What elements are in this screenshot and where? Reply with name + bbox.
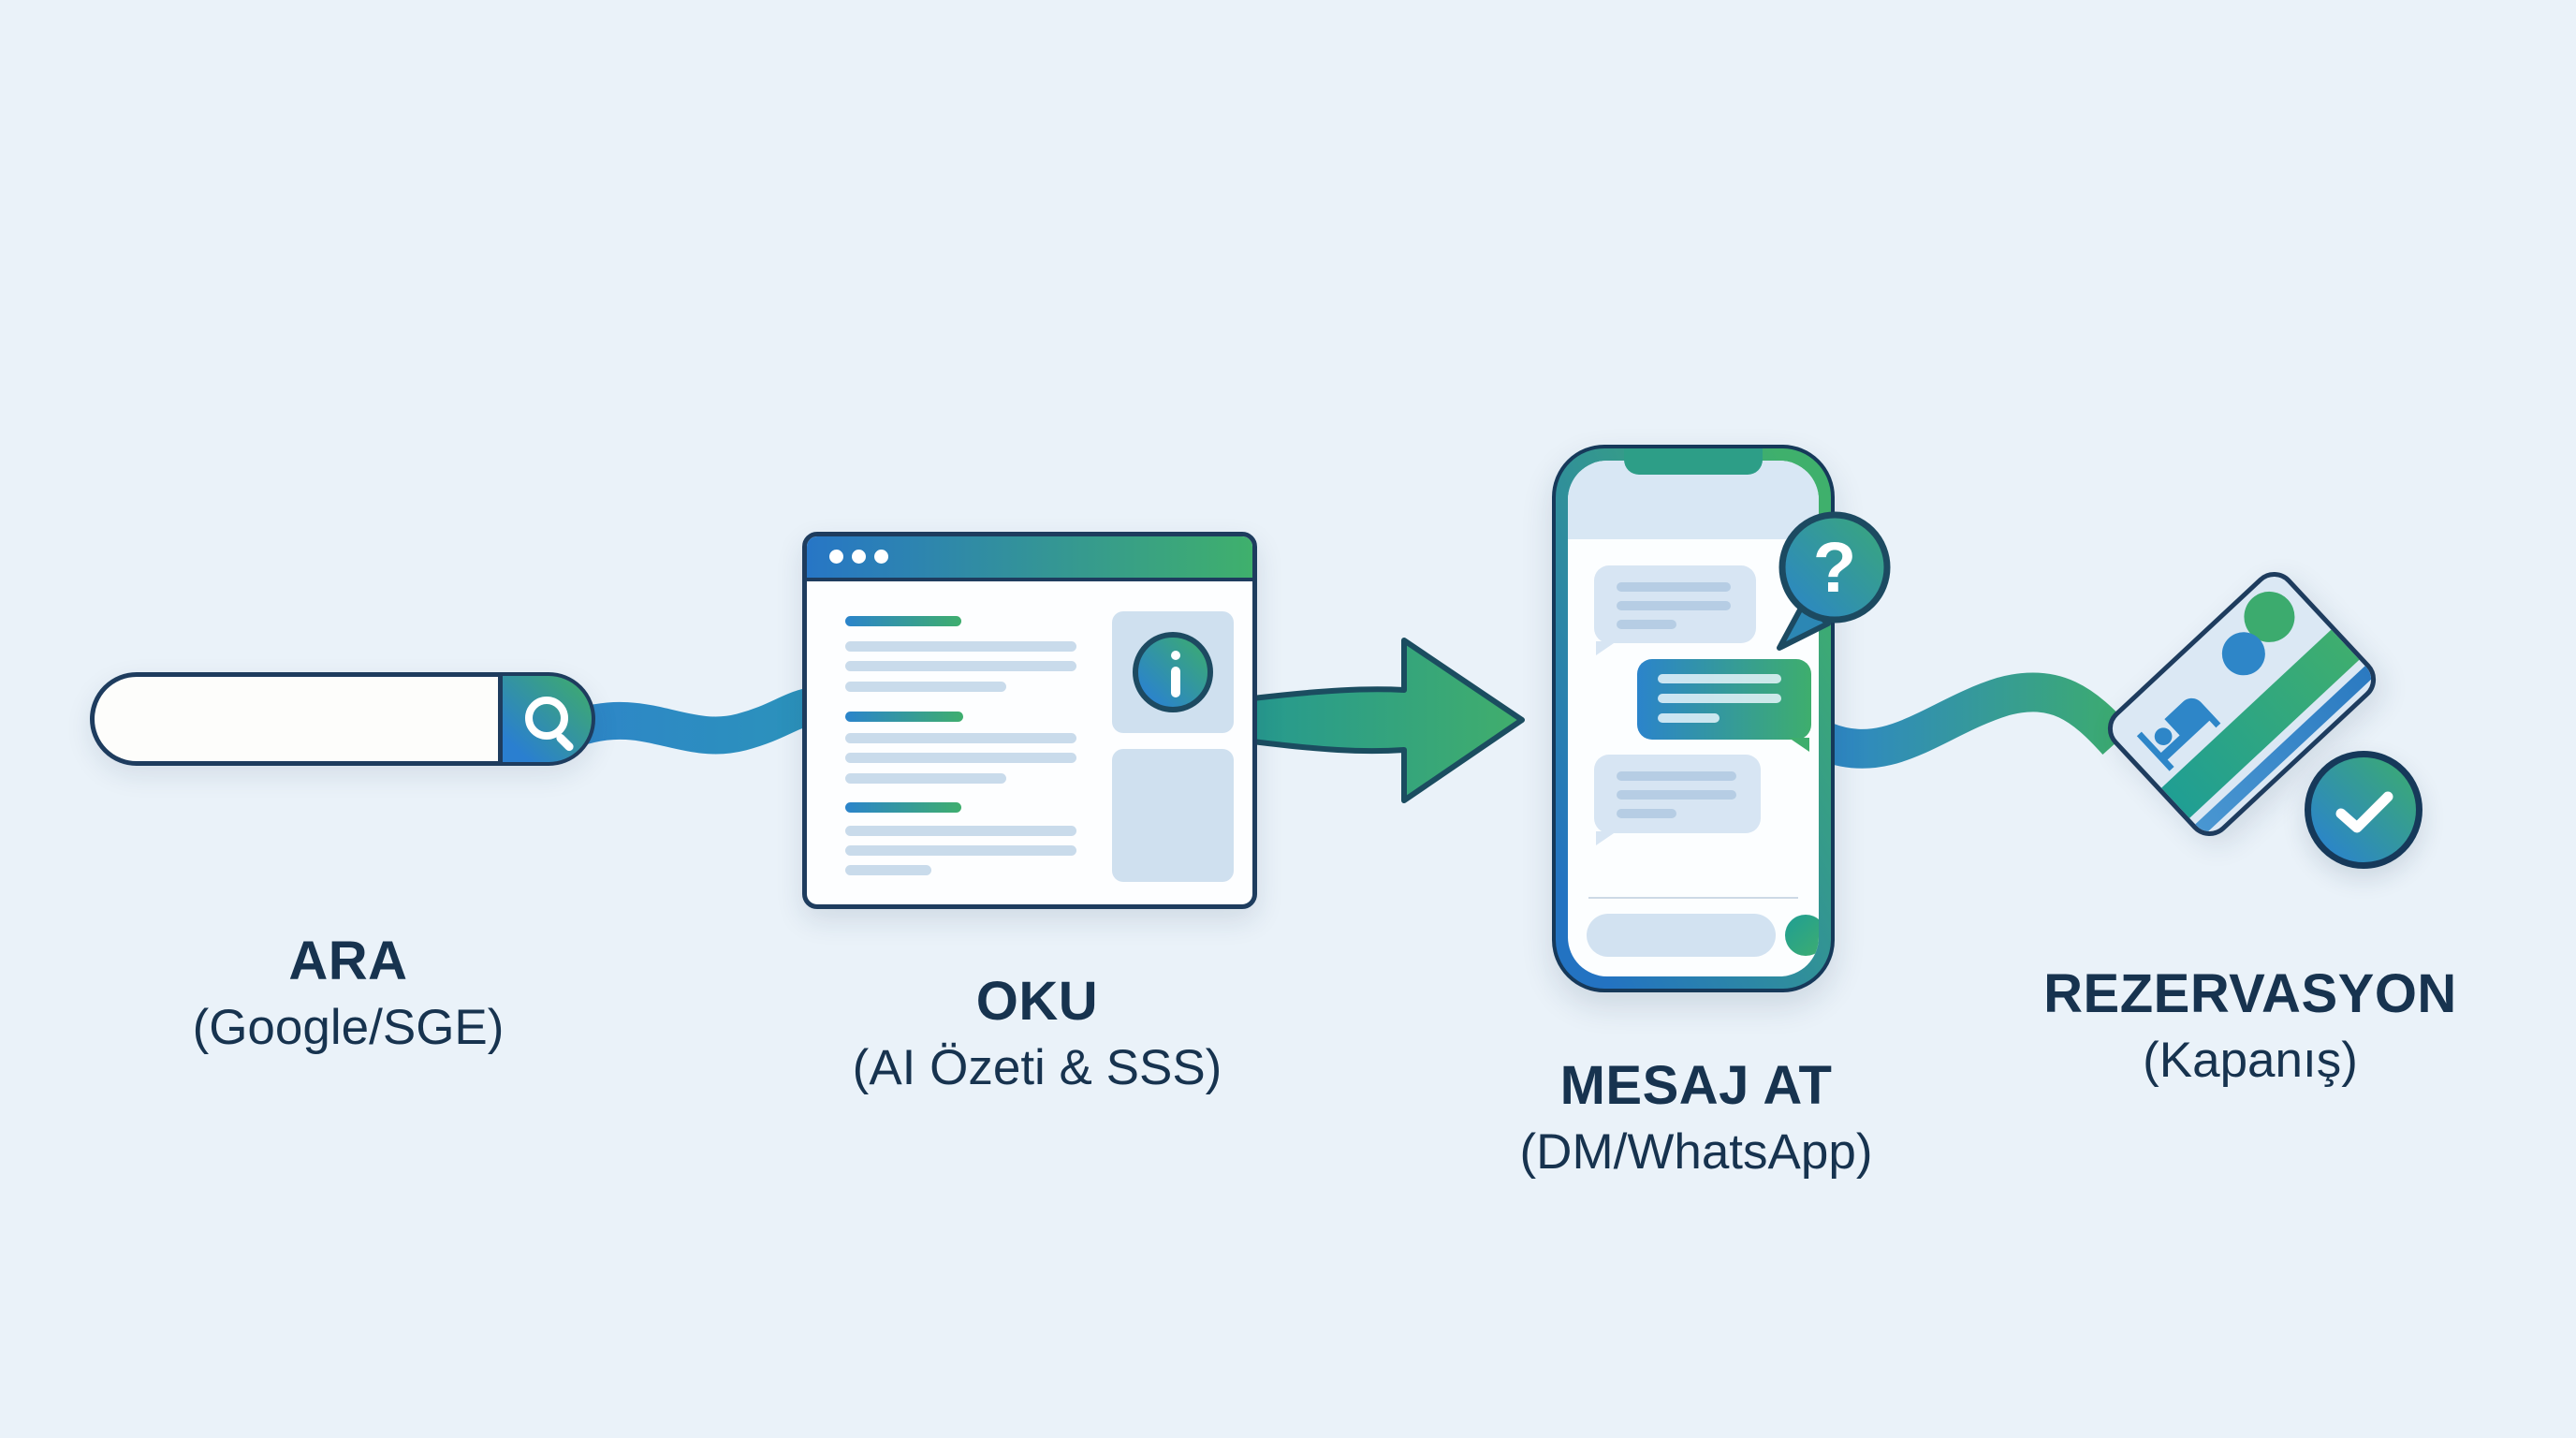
- received-message-bubble: [1594, 755, 1761, 845]
- question-bubble-icon: ?: [1777, 511, 1891, 651]
- step-subtitle: (DM/WhatsApp): [1519, 1123, 1873, 1180]
- phone-chat-illustration: [1552, 445, 1835, 992]
- step-label-read: OKU (AI Özeti & SSS): [775, 972, 1299, 1095]
- step-subtitle: (AI Özeti & SSS): [852, 1039, 1222, 1095]
- search-bar-illustration: [90, 672, 595, 766]
- step-label-search: ARA (Google/SGE): [86, 932, 610, 1055]
- step-title: REZERVASYON: [2043, 963, 2457, 1024]
- browser-titlebar: [807, 536, 1252, 581]
- step-subtitle: (Google/SGE): [192, 999, 505, 1055]
- connector-search-to-browser: [569, 686, 826, 755]
- step-subtitle: (Kapanış): [2143, 1032, 2358, 1088]
- search-button-illustration: [498, 676, 592, 762]
- credit-card-illustration: [2099, 563, 2385, 845]
- flow-arrow-icon: [1250, 638, 1525, 803]
- browser-window-illustration: [802, 532, 1257, 909]
- phone-notch: [1624, 448, 1763, 475]
- step-title: OKU: [975, 971, 1099, 1032]
- question-mark-glyph: ?: [1813, 528, 1856, 608]
- success-check-badge: [2305, 751, 2422, 869]
- sidebar-panel: [1112, 749, 1234, 882]
- bed-icon: [2136, 697, 2221, 771]
- step-title: ARA: [288, 931, 408, 991]
- sent-message-bubble: [1637, 659, 1811, 752]
- step-title: MESAJ AT: [1559, 1055, 1833, 1116]
- connector-phone-to-card: [1818, 672, 2132, 769]
- received-message-bubble: [1594, 565, 1756, 655]
- info-panel: [1112, 611, 1234, 733]
- send-icon: [1785, 915, 1819, 956]
- chat-divider: [1588, 897, 1798, 899]
- message-input-illustration: [1587, 914, 1776, 957]
- phone-screen: [1568, 461, 1819, 976]
- checkmark-icon: [2335, 791, 2393, 833]
- step-label-message: MESAJ AT (DM/WhatsApp): [1434, 1056, 1958, 1180]
- step-label-booking: REZERVASYON (Kapanış): [1988, 964, 2512, 1088]
- info-icon: [1133, 632, 1213, 712]
